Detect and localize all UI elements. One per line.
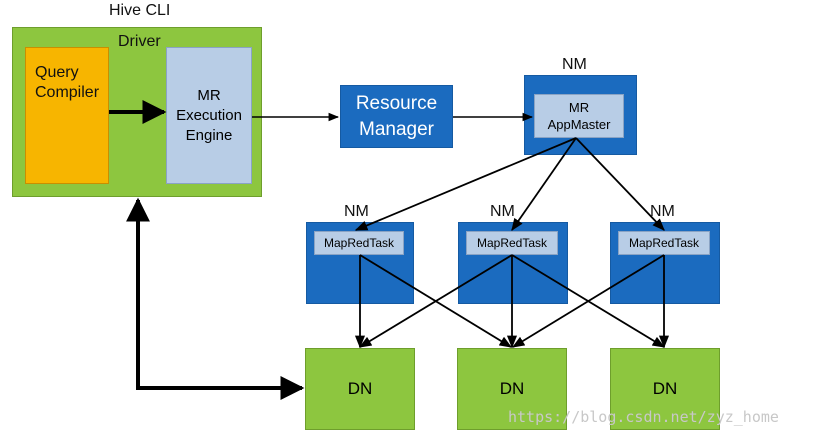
mr-execution-engine-line3: Engine xyxy=(185,126,233,144)
resource-manager-box: Resource Manager xyxy=(340,85,453,148)
task-node-2-maptask: MapRedTask xyxy=(466,231,558,255)
mr-execution-engine-line2: Execution xyxy=(176,106,242,124)
watermark: https://blog.csdn.net/zyz_home xyxy=(508,408,779,426)
task-node-2-nm-label: NM xyxy=(490,203,515,220)
query-compiler-label-line1: Query xyxy=(35,64,79,81)
data-node-2: DN xyxy=(457,348,567,430)
mr-execution-engine-line1: MR xyxy=(197,86,221,104)
task-node-1-maptask: MapRedTask xyxy=(314,231,404,255)
data-node-3: DN xyxy=(610,348,720,430)
mr-execution-engine-box: MR Execution Engine xyxy=(166,47,252,184)
task-node-3-maptask: MapRedTask xyxy=(618,231,710,255)
task-node-1-nm-label: NM xyxy=(344,203,369,220)
task-node-3-maptask-label: MapRedTask xyxy=(628,236,700,250)
data-node-3-label: DN xyxy=(652,379,678,398)
arrow-task3-to-dn2 xyxy=(511,254,665,348)
resource-manager-line2: Manager xyxy=(359,118,434,140)
data-node-1: DN xyxy=(305,348,415,430)
appmaster-nm-label: NM xyxy=(562,56,587,73)
query-compiler-box xyxy=(25,47,109,184)
resource-manager-line1: Resource xyxy=(355,92,438,114)
hive-cli-title: Hive CLI xyxy=(109,2,171,19)
arrow-hive-to-dn1 xyxy=(126,197,305,400)
task-node-2-maptask-label: MapRedTask xyxy=(476,236,548,250)
mr-appmaster-line1: MR xyxy=(568,100,590,115)
mr-appmaster-line2: AppMaster xyxy=(547,117,611,132)
driver-label: Driver xyxy=(118,33,161,50)
arrow-appmaster-to-task-2 xyxy=(511,137,577,232)
arrow-appmaster-to-task-3 xyxy=(575,137,665,231)
data-node-1-label: DN xyxy=(347,379,373,398)
data-node-2-label: DN xyxy=(499,379,525,398)
task-node-3-nm-label: NM xyxy=(650,203,675,220)
task-node-1-maptask-label: MapRedTask xyxy=(323,236,395,250)
arrow-task2-to-dn1 xyxy=(358,254,513,348)
arrow-appmaster-to-task-1 xyxy=(354,137,577,231)
mr-appmaster-box: MR AppMaster xyxy=(534,94,624,138)
query-compiler-label-line2: Compiler xyxy=(35,84,100,101)
